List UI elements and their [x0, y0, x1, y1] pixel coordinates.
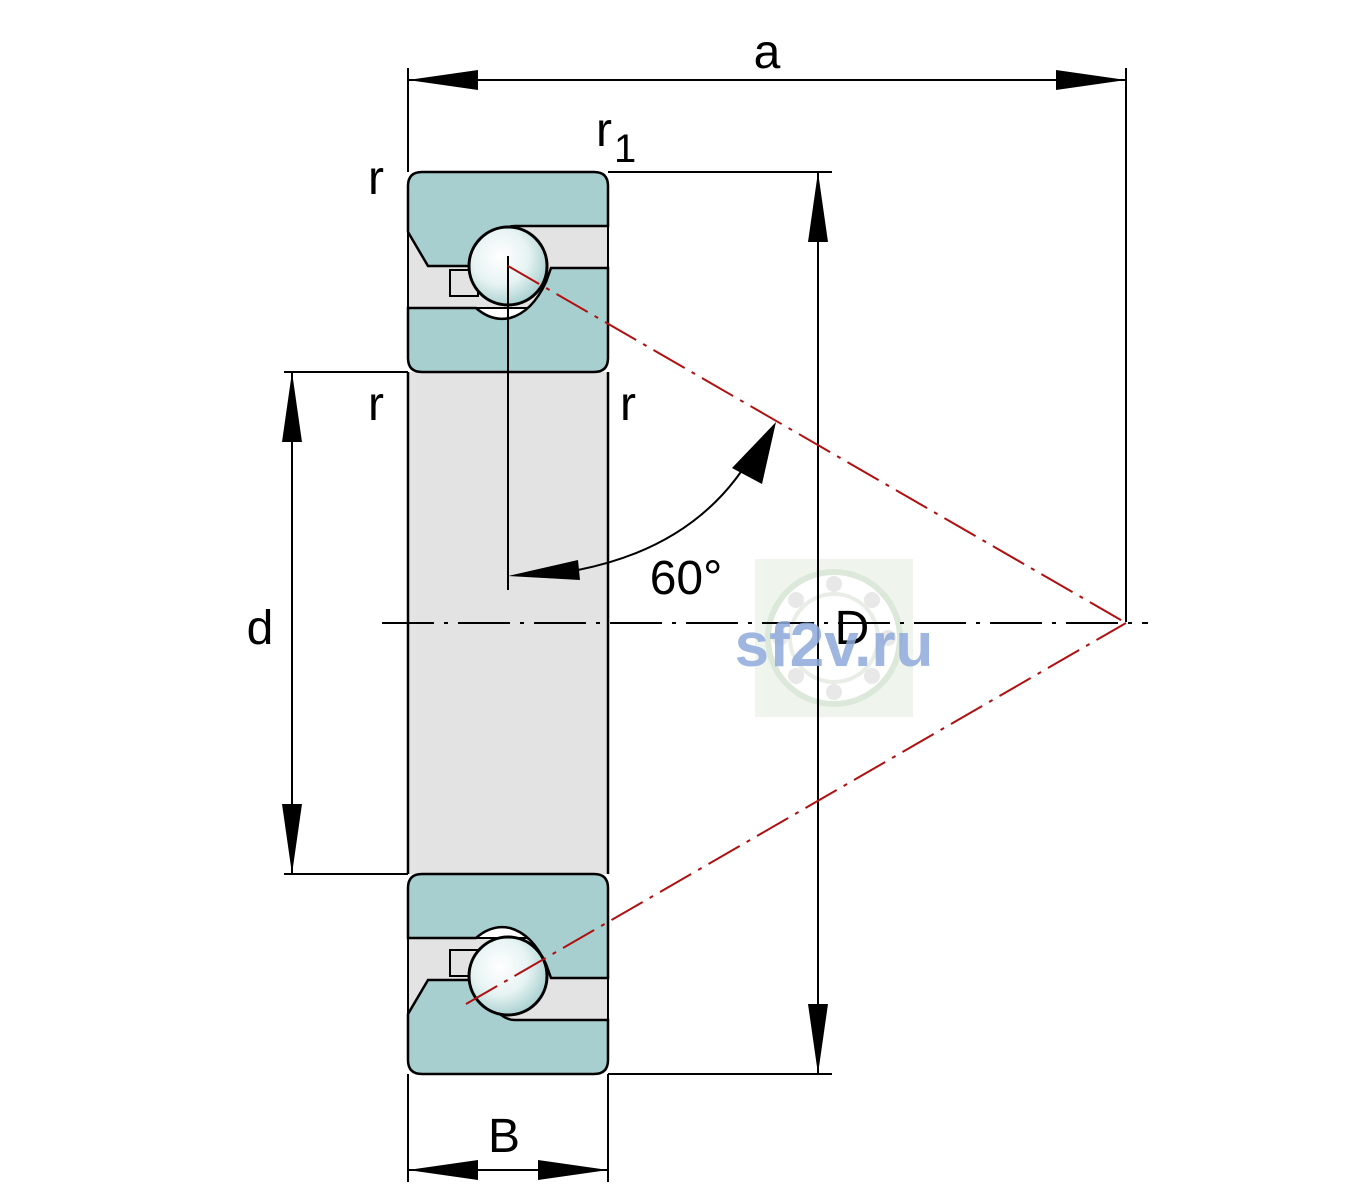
ball-bottom: [467, 935, 549, 1017]
watermark-logo: [755, 559, 913, 717]
watermark-text: sf2v.ru: [735, 611, 934, 680]
bearing-section-bottom: [406, 872, 610, 1076]
label-B: B: [488, 1110, 520, 1163]
angle-arc: [508, 422, 776, 580]
label-r1: r1: [596, 104, 636, 171]
label-angle: 60°: [650, 552, 723, 605]
label-r-bore-left: r: [368, 378, 384, 431]
label-d: d: [247, 602, 274, 655]
label-r-outer-top: r: [368, 152, 384, 205]
dimension-a: [408, 70, 1126, 90]
extension-lines: [284, 68, 1127, 1182]
label-a: a: [754, 26, 781, 79]
dimension-D: [808, 172, 828, 1074]
label-D: D: [835, 602, 870, 655]
label-r-bore-right: r: [620, 378, 636, 431]
dimension-d: [282, 372, 302, 874]
contact-angle-lines: [465, 265, 1127, 1005]
dimension-B: [408, 1160, 608, 1180]
inner-ring-bottom: [406, 872, 610, 980]
